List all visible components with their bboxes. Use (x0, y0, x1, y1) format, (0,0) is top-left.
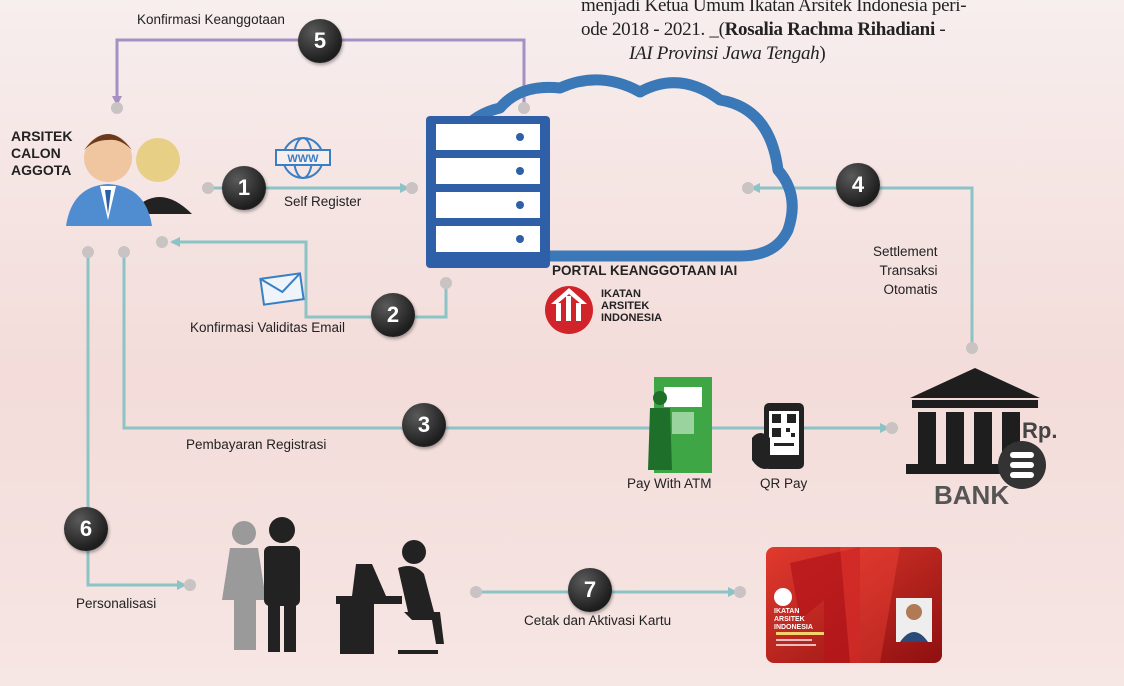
actor-people-icon (66, 134, 192, 226)
flow-line-4 (750, 183, 974, 345)
svg-text:WWW: WWW (287, 153, 319, 165)
step-3-badge: 3 (402, 403, 446, 447)
qr-phone-icon (752, 403, 804, 469)
iai-logo-icon (545, 286, 593, 334)
envelope-icon (259, 272, 305, 306)
card-org-line-3: INDONESIA (774, 624, 813, 631)
step-5-label: Konfirmasi Keanggotaan (137, 12, 285, 27)
step-4-badge: 4 (836, 163, 880, 207)
article-caption: menjadi Ketua Umum Ikatan Arsitek Indone… (581, 0, 1101, 66)
step-7-badge: 7 (568, 568, 612, 612)
bank-currency: Rp. (1022, 418, 1058, 443)
atm-label: Pay With ATM (627, 476, 712, 491)
step-5-badge: 5 (298, 19, 342, 63)
desk-worker-icon (336, 540, 444, 654)
portal-title: PORTAL KEANGGOTAAN IAI (552, 263, 738, 278)
step-4-label-line-1: Settlement (873, 244, 938, 259)
step-3-label: Pembayaran Registrasi (186, 437, 327, 452)
step-6-label: Personalisasi (76, 596, 157, 611)
flow-line-2 (170, 237, 448, 319)
caption-line-3: IAI Provinsi Jawa Tengah) (581, 42, 1101, 66)
step-2-badge: 2 (371, 293, 415, 337)
card-org-name: IKATAN ARSITEK INDONESIA (774, 608, 813, 632)
caption-close: ) (819, 43, 826, 64)
caption-dash: - (934, 19, 946, 40)
caption-year: ode 2018 - 2021. _( (581, 19, 725, 40)
portal-org-line-1: IKATAN (601, 288, 641, 300)
step-6-badge: 6 (64, 507, 108, 551)
card-org-line-1: IKATAN (774, 608, 800, 615)
caption-author: Rosalia Rachma Rihadiani (724, 19, 936, 40)
portal-org-name: IKATAN ARSITEK INDONESIA (601, 288, 662, 324)
step-1-label: Self Register (284, 194, 362, 209)
actor-title-line-1: ARSITEK (11, 128, 73, 144)
actor-title: ARSITEK CALON AGGOTA (11, 128, 72, 179)
connection-nodes (82, 102, 978, 598)
step-1-badge: 1 (222, 166, 266, 210)
qr-pay-label: QR Pay (760, 476, 808, 491)
couple-icon (222, 517, 300, 652)
portal-org-line-3: INDONESIA (601, 312, 663, 324)
atm-icon (648, 377, 712, 473)
member-card-icon (766, 547, 942, 663)
step-4-label-line-2: Transaksi (879, 263, 938, 278)
caption-line-2: ode 2018 - 2021. _(Rosalia Rachma Rihadi… (581, 18, 1101, 42)
bank-icon (906, 368, 1046, 489)
server-stack-icon (426, 116, 550, 268)
portal-org-line-2: ARSITEK (601, 300, 650, 312)
card-org-line-2: ARSITEK (774, 616, 805, 623)
www-globe-icon: WWW (275, 137, 331, 179)
caption-affiliation: IAI Provinsi Jawa Tengah (629, 43, 820, 64)
actor-title-line-3: AGGOTA (11, 162, 72, 178)
step-4-label-line-3: Otomatis (883, 282, 938, 297)
step-7-label: Cetak dan Aktivasi Kartu (524, 613, 672, 628)
flow-line-6 (86, 256, 187, 590)
actor-title-line-2: CALON (11, 145, 61, 161)
step-2-label: Konfirmasi Validitas Email (190, 320, 346, 335)
bank-name: BANK (934, 480, 1010, 510)
flow-line-3 (122, 256, 890, 433)
step-4-label: Settlement Transaksi Otomatis (873, 242, 938, 299)
caption-line-1: menjadi Ketua Umum Ikatan Arsitek Indone… (581, 0, 967, 16)
